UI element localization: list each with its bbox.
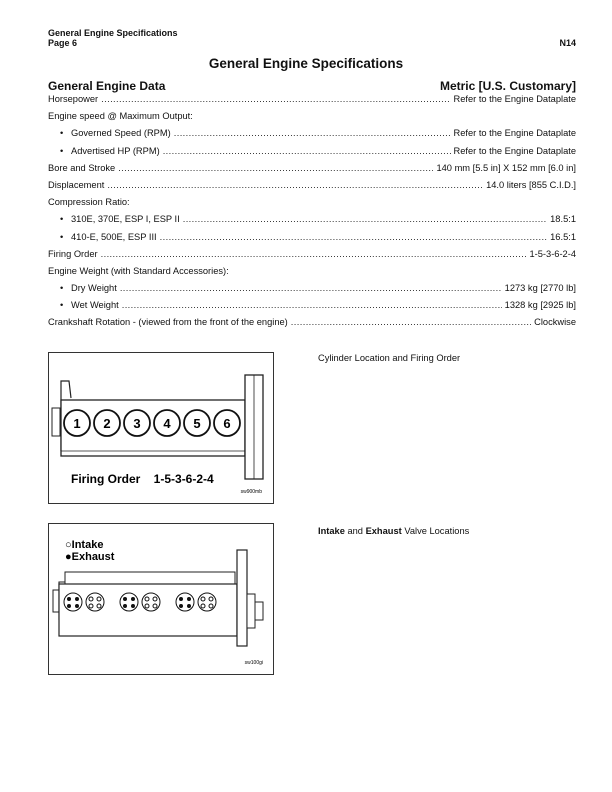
spec-value: 1273 kg [2770 lb] — [504, 283, 576, 294]
bullet: • — [60, 145, 64, 156]
leader-dots — [101, 94, 450, 104]
caption-exhaust: Exhaust — [365, 526, 402, 536]
spec-row-compression-low: • 310E, 370E, ESP I, ESP II 18.5:1 — [48, 214, 576, 231]
leader-dots — [120, 283, 502, 293]
spec-label: Engine Weight (with Standard Accessories… — [48, 265, 229, 276]
spec-row-engine-speed: Engine speed @ Maximum Output: — [48, 111, 576, 128]
caption-rest: Valve Locations — [401, 526, 470, 536]
page-header: General Engine Specifications Page 6 — [48, 28, 178, 48]
spec-value: 140 mm [5.5 in] X 152 mm [6.0 in] — [436, 162, 576, 173]
spec-label: Dry Weight — [71, 283, 117, 294]
units-heading: Metric [U.S. Customary] — [439, 79, 576, 93]
cylinder-6: 6 — [213, 409, 241, 437]
spec-row-advertised-hp: • Advertised HP (RPM) Refer to the Engin… — [48, 146, 576, 163]
caption-and: and — [344, 526, 366, 536]
cylinder-5: 5 — [183, 409, 211, 437]
spec-label: Crankshaft Rotation - (viewed from the f… — [48, 317, 288, 328]
leader-dots — [107, 180, 483, 190]
spec-label: Governed Speed (RPM) — [71, 128, 171, 139]
legend-exhaust: ●Exhaust — [65, 551, 115, 563]
leader-dots — [122, 300, 502, 310]
bullet: • — [60, 300, 64, 311]
spec-value: 16.5:1 — [550, 231, 576, 242]
spec-row-displacement: Displacement 14.0 liters [855 C.I.D.] — [48, 180, 576, 197]
section-heading: General Engine Data Metric [U.S. Customa… — [48, 79, 576, 93]
spec-row-horsepower: Horsepower Refer to the Engine Dataplate — [48, 94, 576, 111]
cylinder-label-6: 6 — [223, 416, 230, 431]
page-title: General Engine Specifications — [208, 56, 404, 71]
spec-value: 1-5-3-6-2-4 — [529, 248, 576, 259]
spec-row-crank-rotation: Crankshaft Rotation - (viewed from the f… — [48, 317, 576, 334]
cylinder-1: 1 — [63, 409, 91, 437]
valve-diagram: ○Intake ●Exhaust — [52, 539, 264, 666]
bullet: • — [60, 214, 64, 225]
cylinder-label-5: 5 — [193, 416, 200, 431]
spec-value: Refer to the Engine Dataplate — [453, 128, 577, 139]
spec-label: Compression Ratio: — [48, 197, 130, 208]
figure1-caption: Cylinder Location and Firing Order — [318, 353, 461, 363]
spec-label: Wet Weight — [71, 300, 119, 311]
spec-row-compression: Compression Ratio: — [48, 197, 576, 214]
spec-list: Horsepower Refer to the Engine Dataplate… — [48, 94, 576, 335]
cylinder-label-4: 4 — [163, 416, 171, 431]
header-title: General Engine Specifications — [48, 28, 178, 38]
valve-cluster-3 — [119, 592, 139, 612]
leader-dots — [163, 146, 451, 156]
spec-value: Clockwise — [534, 317, 576, 328]
leader-dots — [101, 249, 527, 259]
leader-dots — [183, 214, 547, 224]
caption-intake: Intake — [318, 526, 345, 536]
spec-value: Refer to the Engine Dataplate — [453, 145, 577, 156]
spec-row-engine-weight: Engine Weight (with Standard Accessories… — [48, 266, 576, 283]
cylinder-label-2: 2 — [103, 416, 110, 431]
valve-cluster-4 — [141, 592, 161, 612]
bullet: • — [60, 283, 64, 294]
bullet: • — [60, 231, 64, 242]
cylinder-label-3: 3 — [133, 416, 140, 431]
cylinder-label-1: 1 — [73, 416, 80, 431]
spec-row-wet-weight: • Wet Weight 1328 kg [2925 lb] — [48, 300, 576, 317]
spec-row-dry-weight: • Dry Weight 1273 kg [2770 lb] — [48, 283, 576, 300]
figure-ref: sw900mb — [241, 489, 263, 495]
spec-row-compression-high: • 410-E, 500E, ESP III 16.5:1 — [48, 232, 576, 249]
spec-label: Bore and Stroke — [48, 162, 116, 173]
spec-label: Advertised HP (RPM) — [71, 145, 160, 156]
bullet: • — [60, 128, 64, 139]
spec-row-bore-stroke: Bore and Stroke 140 mm [5.5 in] X 152 mm… — [48, 163, 576, 180]
header-code: N14 — [559, 38, 576, 48]
spec-value: 14.0 liters [855 C.I.D.] — [486, 179, 576, 190]
spec-row-governed-speed: • Governed Speed (RPM) Refer to the Engi… — [48, 128, 576, 145]
valve-cluster-1 — [63, 592, 83, 612]
spec-value: 18.5:1 — [550, 214, 576, 225]
header-page: Page 6 — [48, 38, 78, 48]
leader-dots — [174, 128, 451, 138]
engine-block-diagram: 1 2 3 4 5 6 Firing Order 1-5-3-6-2-4 sw9… — [51, 374, 264, 495]
spec-label: Engine speed @ Maximum Output: — [48, 111, 193, 122]
spec-label: 310E, 370E, ESP I, ESP II — [71, 214, 180, 225]
spec-label: Firing Order — [48, 248, 98, 259]
spec-value: Refer to the Engine Dataplate — [453, 94, 577, 104]
leader-dots — [118, 163, 433, 173]
valve-cluster-6 — [197, 592, 217, 612]
valve-cluster-5 — [175, 592, 195, 612]
valve-cluster-2 — [85, 592, 105, 612]
leader-dots — [291, 317, 531, 327]
section-title: General Engine Data — [48, 79, 166, 93]
cylinder-2: 2 — [93, 409, 121, 437]
spec-label: Displacement — [48, 179, 105, 190]
figure-ref: sw100gi — [245, 660, 263, 666]
valve-location-figure: ○Intake ●Exhaust — [48, 523, 274, 675]
cylinder-3: 3 — [123, 409, 151, 437]
spec-label: 410-E, 500E, ESP III — [71, 231, 157, 242]
spec-label: Horsepower — [48, 94, 99, 104]
leader-dots — [160, 232, 548, 242]
figure2-caption: Intake and Exhaust Valve Locations — [318, 526, 469, 536]
spec-row-firing-order: Firing Order 1-5-3-6-2-4 — [48, 249, 576, 266]
spec-value: 1328 kg [2925 lb] — [504, 300, 576, 311]
cylinder-4: 4 — [153, 409, 181, 437]
firing-order-label: Firing Order 1-5-3-6-2-4 — [71, 472, 214, 486]
cylinder-location-figure: 1 2 3 4 5 6 Firing Order 1-5-3-6-2-4 sw9… — [48, 352, 274, 504]
legend-intake: ○Intake — [65, 539, 103, 551]
